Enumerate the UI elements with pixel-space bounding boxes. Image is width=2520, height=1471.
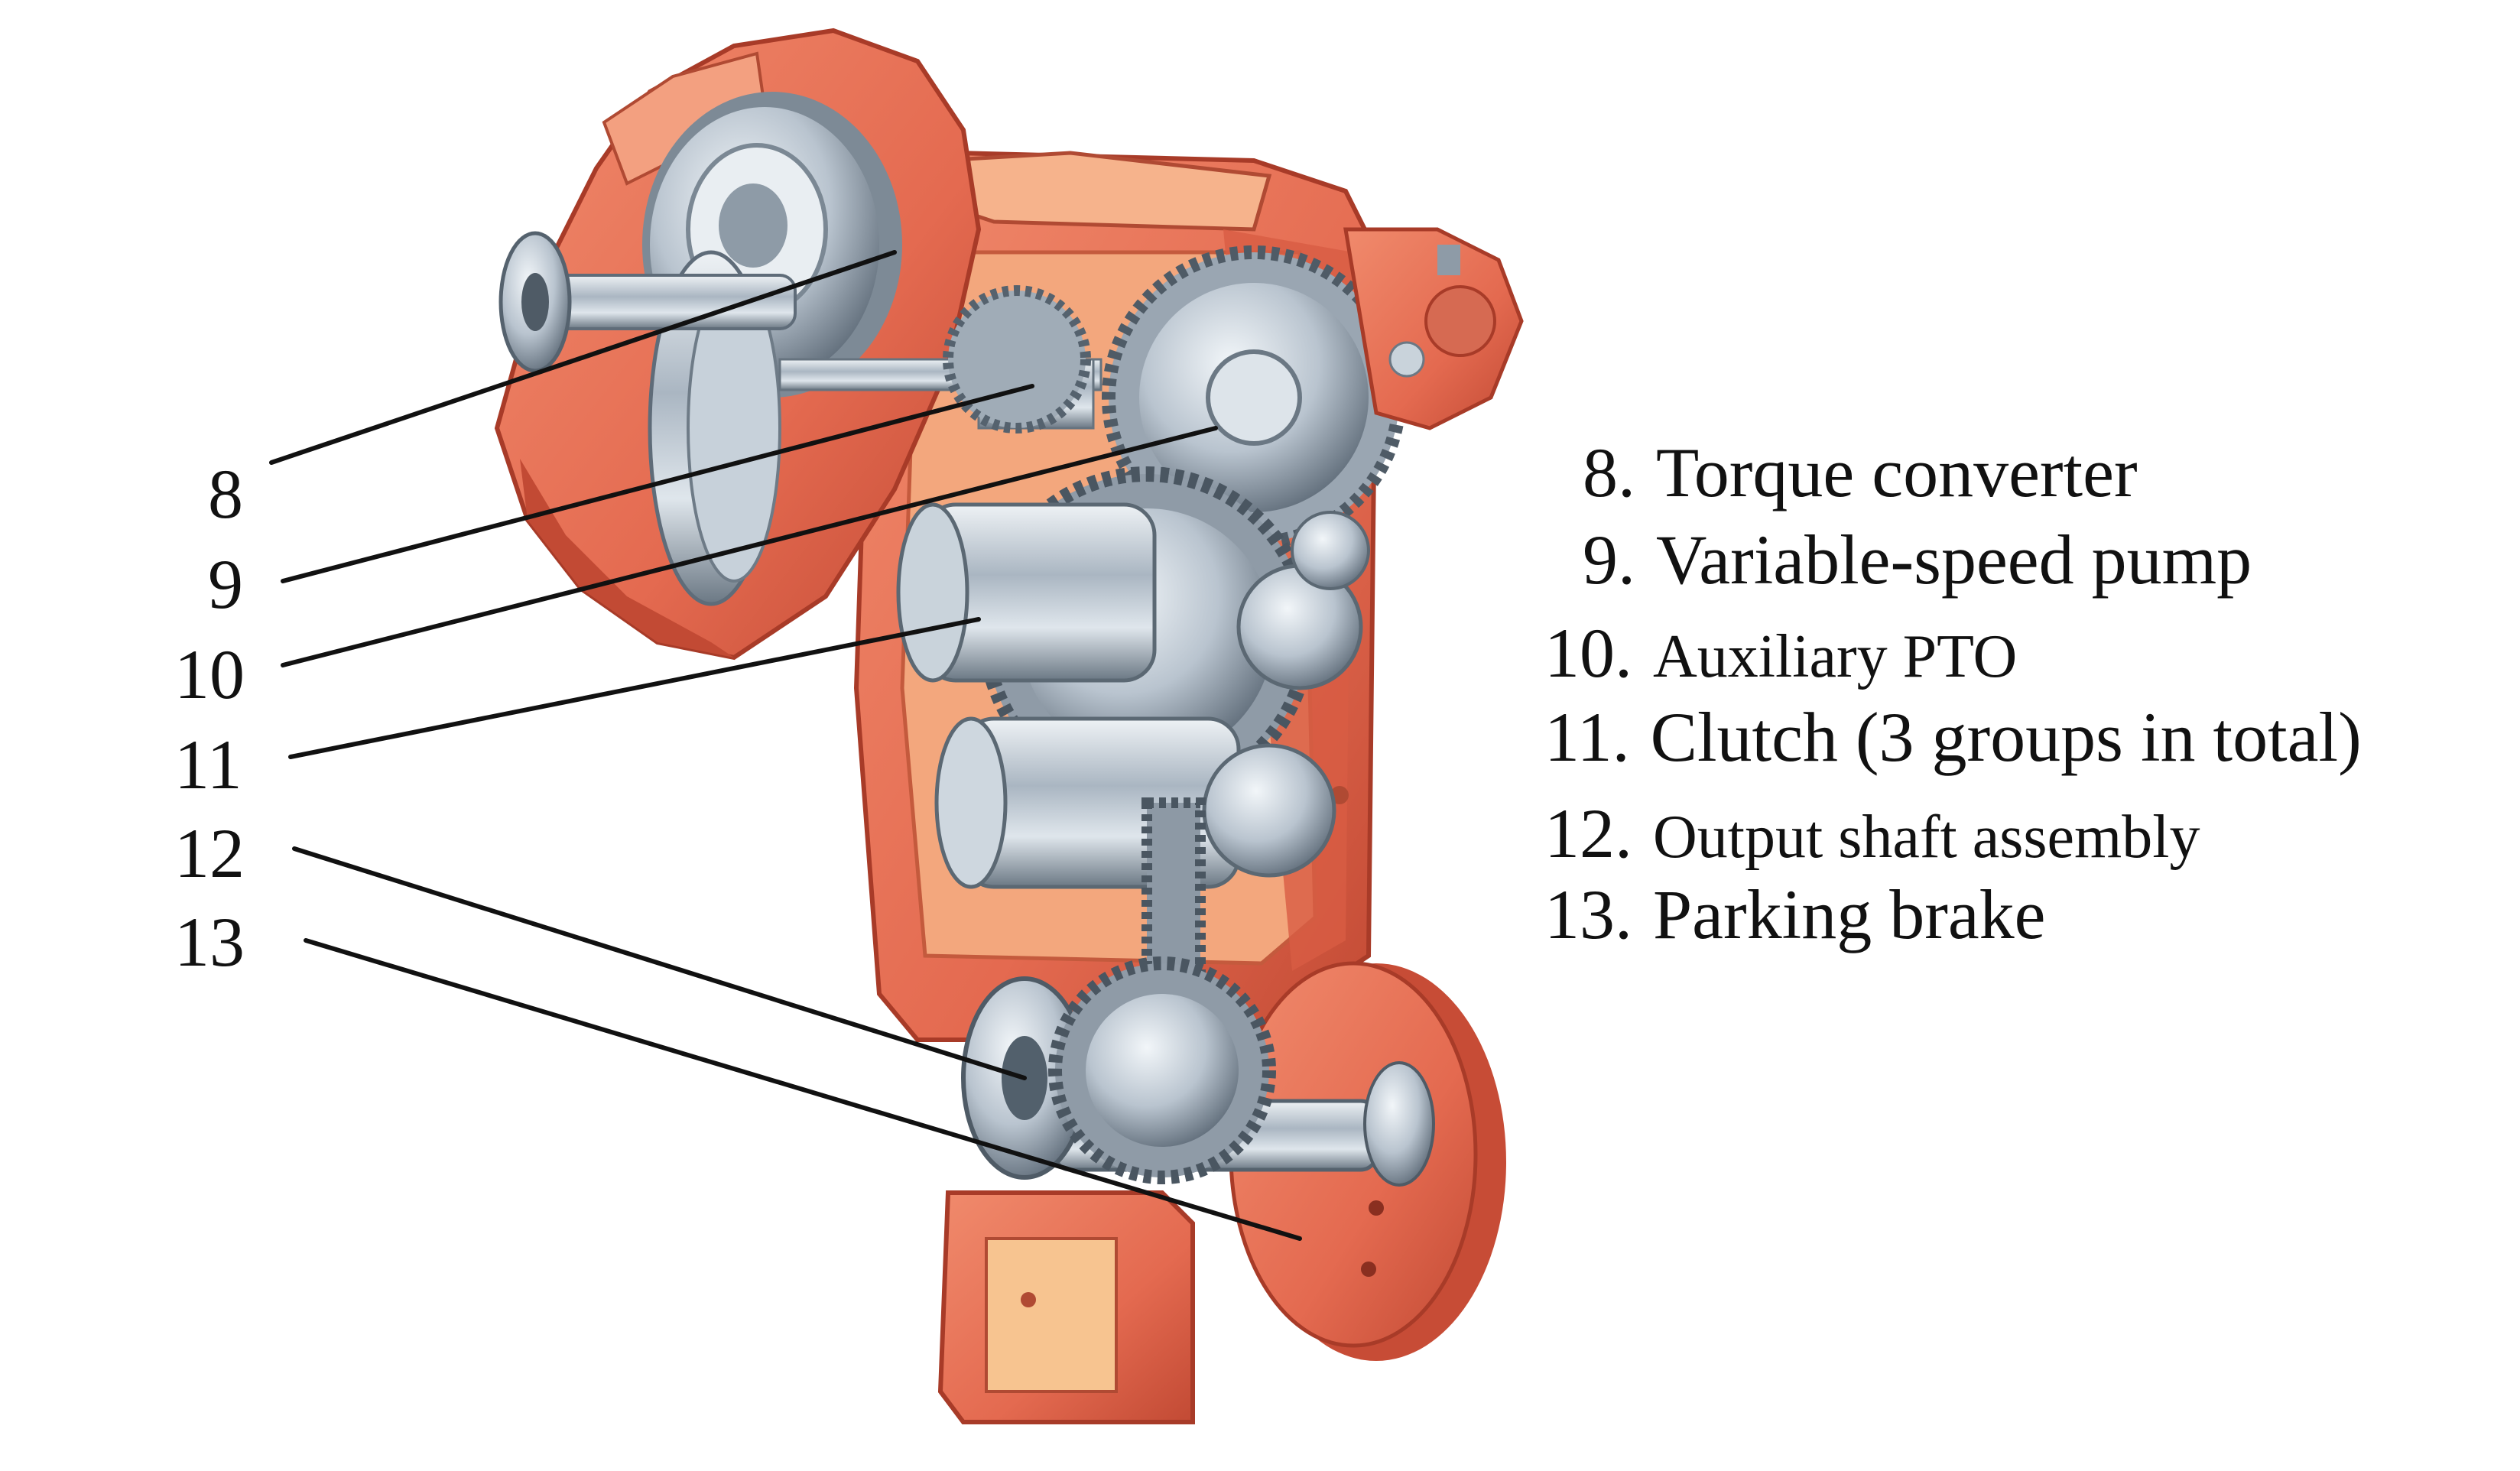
legend-number: 13. <box>1544 875 1650 953</box>
leader-line-9 <box>281 384 1034 583</box>
callout-13: 13 <box>174 903 245 981</box>
callout-8: 8 <box>208 455 243 533</box>
callout-9: 9 <box>208 545 243 623</box>
torque-converter-internals <box>498 92 1102 606</box>
callout-10: 10 <box>174 635 245 713</box>
legend-number: 8. <box>1583 434 1653 511</box>
output-housing <box>937 956 1506 1424</box>
legend-item-8: 8. Torque converter <box>1583 437 2138 508</box>
callout-11: 11 <box>174 726 242 804</box>
legend-label: Parking brake <box>1653 875 2046 953</box>
legend-item-10: 10. Auxiliary PTO <box>1544 618 2017 688</box>
legend-number: 9. <box>1583 521 1653 599</box>
legend-label: Variable-speed pump <box>1656 521 2252 599</box>
legend-label: Clutch (3 groups in total) <box>1650 698 2362 776</box>
legend-item-12: 12. Output shaft assembly <box>1544 798 2200 869</box>
legend-item-13: 13. Parking brake <box>1544 879 2046 950</box>
leader-line-10 <box>281 426 1218 667</box>
callout-12: 12 <box>174 814 245 892</box>
legend-number: 11. <box>1544 698 1648 776</box>
legend-number: 12. <box>1544 794 1650 872</box>
legend-label: Torque converter <box>1656 434 2138 511</box>
legend-label: Output shaft assembly <box>1653 804 2200 871</box>
leader-line-13 <box>304 938 1302 1241</box>
legend-item-11: 11. Clutch (3 groups in total) <box>1544 702 2362 772</box>
legend-label: Auxiliary PTO <box>1653 623 2018 690</box>
pump-assembly <box>1343 227 1524 430</box>
legend-number: 10. <box>1544 614 1650 692</box>
leader-line-8 <box>269 250 897 465</box>
leader-line-11 <box>288 617 981 759</box>
leader-lines <box>269 250 1302 1241</box>
leader-line-12 <box>292 846 1027 1080</box>
legend-item-9: 9. Variable-speed pump <box>1583 524 2252 595</box>
